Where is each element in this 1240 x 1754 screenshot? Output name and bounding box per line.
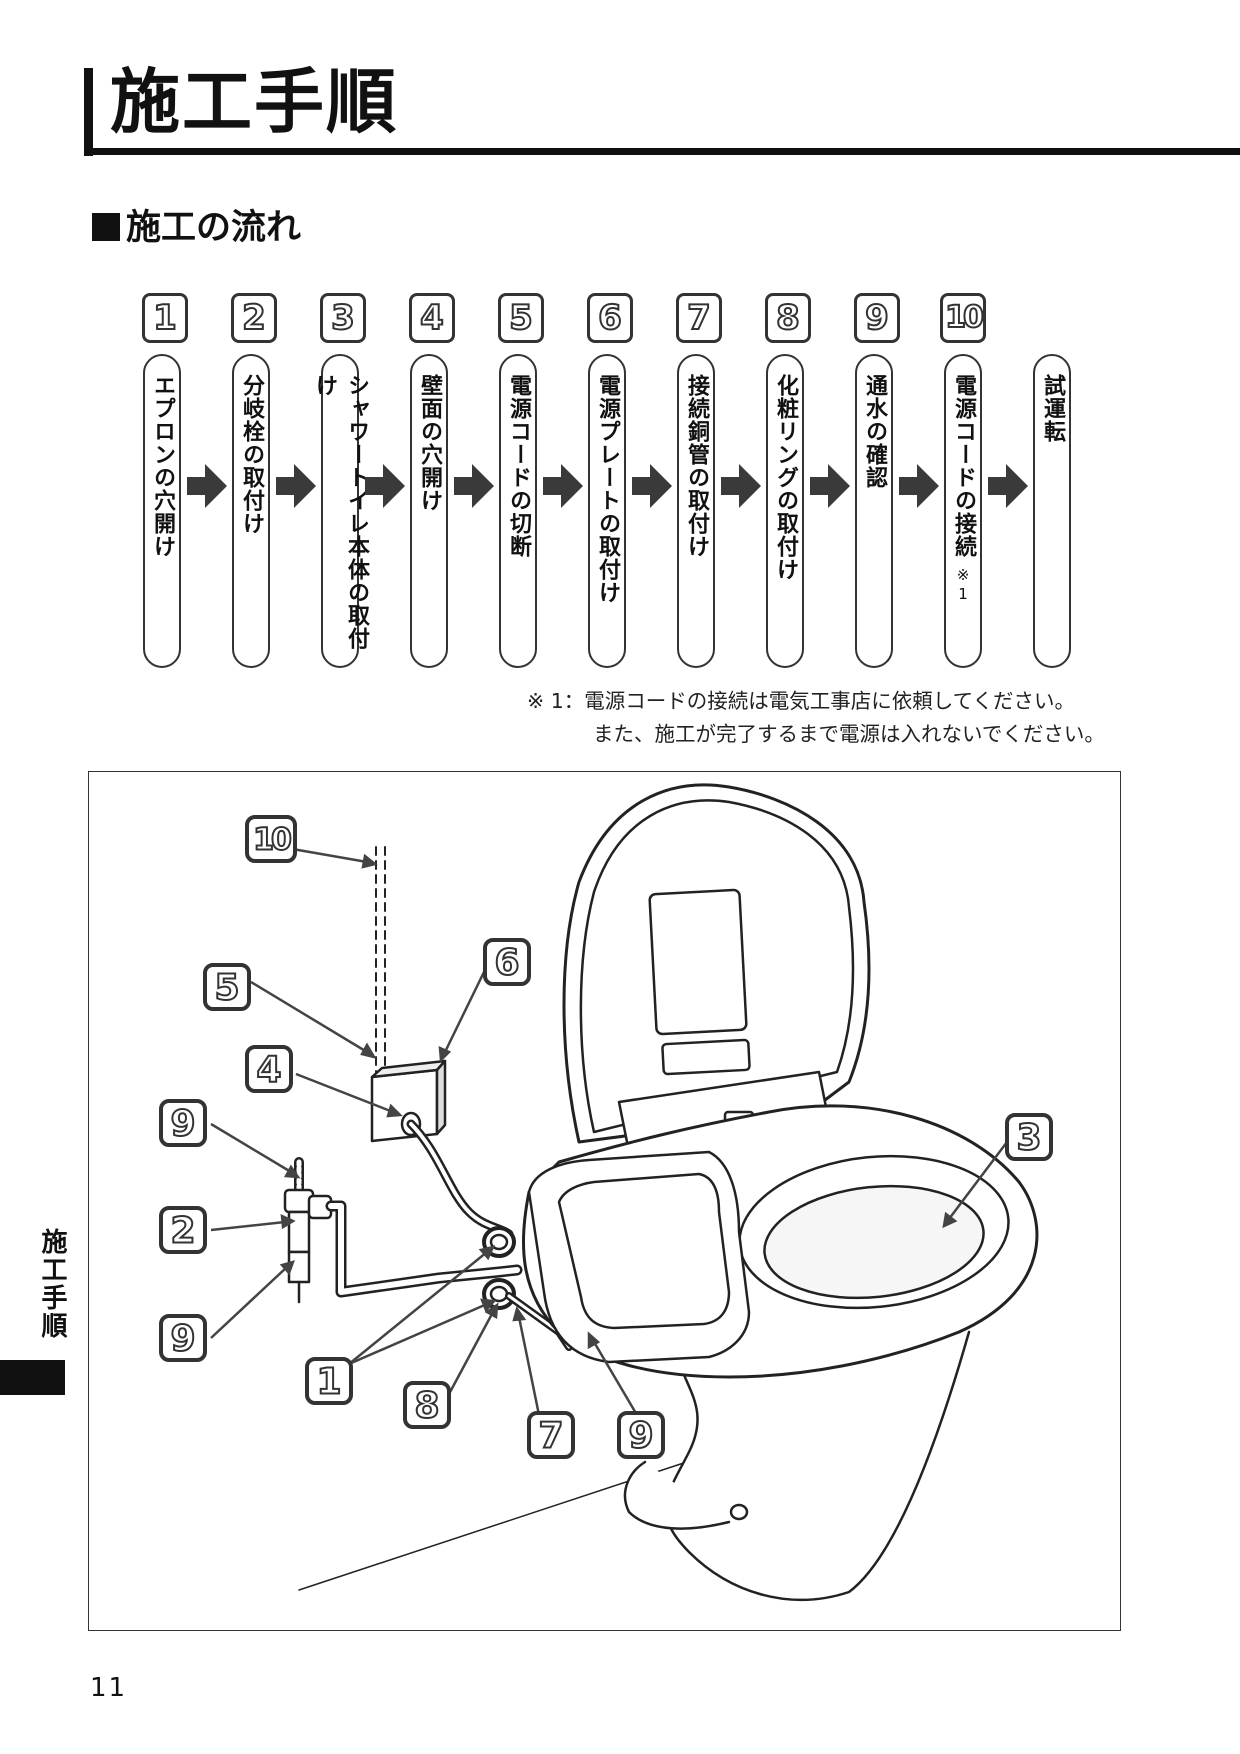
flow-arrow-icon (543, 464, 583, 508)
flow-arrow-icon (276, 464, 316, 508)
step-label-7: 接続銅管の取付け (684, 374, 709, 558)
step-number-9: 9 (854, 293, 900, 343)
step-pill-9: 通水の確認 (855, 354, 893, 668)
step-pill-10: 電源コードの接続 ※1 (944, 354, 982, 668)
step-pill-4: 壁面の穴開け (410, 354, 448, 668)
step-pill-5: 電源コードの切断 (499, 354, 537, 668)
square-bullet-icon (92, 213, 120, 241)
step-number-7: 7 (676, 293, 722, 343)
flow-arrow-icon (988, 464, 1028, 508)
step-label-3: シャワートイレ本体の取付け (312, 374, 369, 650)
callout-9-bowl: 9 (628, 1416, 653, 1457)
flow-arrow-icon (187, 464, 227, 508)
section-heading-text: 施工の流れ (126, 208, 302, 248)
flow-arrow-icon (632, 464, 672, 508)
step-pill-3: シャワートイレ本体の取付け (312, 354, 369, 668)
page-title: 施工手順 (110, 61, 398, 143)
page-number: 11 (90, 1673, 128, 1703)
callout-7: 7 (538, 1416, 563, 1457)
callout-6: 6 (494, 943, 519, 984)
step-pill-2: 分岐栓の取付け (232, 354, 270, 668)
side-tab-marker (0, 1360, 65, 1395)
step-label-2: 分岐栓の取付け (239, 374, 264, 535)
step-label-6: 電源プレートの取付け (595, 374, 620, 604)
step-label-5: 電源コードの切断 (506, 374, 531, 558)
step-pill-11: 試運転 (1033, 354, 1071, 668)
footnote-line-1: ※ 1：電源コードの接続は電気工事店に依頼してください。 (527, 689, 1076, 713)
callout-8: 8 (414, 1386, 439, 1427)
step-number-5: 5 (498, 293, 544, 343)
title-accent-bar (84, 68, 93, 156)
step-label-9: 通水の確認 (862, 374, 887, 489)
flow-arrow-icon (454, 464, 494, 508)
callout-9-pipe: 9 (170, 1319, 195, 1360)
step-label-11: 試運転 (1040, 374, 1065, 443)
step-note-10: ※1 (954, 566, 972, 604)
step-number-8: 8 (765, 293, 811, 343)
section-heading: 施工の流れ (92, 206, 301, 250)
side-tab-label: 施工手順 (37, 1228, 67, 1340)
step-pill-8: 化粧リングの取付け (766, 354, 804, 668)
step-number-6: 6 (587, 293, 633, 343)
callout-10: 10 (253, 823, 291, 858)
step-pill-6: 電源プレートの取付け (588, 354, 626, 668)
step-number-4: 4 (409, 293, 455, 343)
step-label-1: エプロンの穴開け (150, 374, 175, 558)
page-title-block: 施工手順 (84, 60, 1240, 156)
flow-arrow-icon (721, 464, 761, 508)
flow-arrow-icon (899, 464, 939, 508)
step-number-10: 10 (940, 293, 986, 343)
callout-2: 2 (170, 1211, 195, 1252)
toilet-installation-illustration: 10 5 6 4 9 2 9 1 8 7 9 3 (159, 783, 1053, 1602)
footnote-line-2: また、施工が完了するまで電源は入れないでください。 (593, 722, 1105, 746)
callout-4: 4 (256, 1050, 281, 1091)
step-pill-1: エプロンの穴開け (143, 354, 181, 668)
flow-arrow-icon (365, 464, 405, 508)
callout-3: 3 (1016, 1118, 1041, 1159)
step-label-10: 電源コードの接続 ※1 (946, 374, 980, 604)
callout-5: 5 (214, 968, 239, 1009)
callout-1: 1 (316, 1362, 341, 1403)
step-label-8: 化粧リングの取付け (773, 374, 798, 581)
step-number-2: 2 (231, 293, 277, 343)
callout-9-valve: 9 (170, 1104, 195, 1145)
title-rule (84, 148, 1240, 155)
flow-arrow-icon (810, 464, 850, 508)
step-pill-7: 接続銅管の取付け (677, 354, 715, 668)
step-number-1: 1 (142, 293, 188, 343)
installation-diagram: 10 5 6 4 9 2 9 1 8 7 9 3 (88, 771, 1121, 1631)
step-number-3: 3 (320, 293, 366, 343)
step-label-10-text: 電源コードの接続 (951, 374, 976, 558)
step-label-4: 壁面の穴開け (417, 374, 442, 512)
